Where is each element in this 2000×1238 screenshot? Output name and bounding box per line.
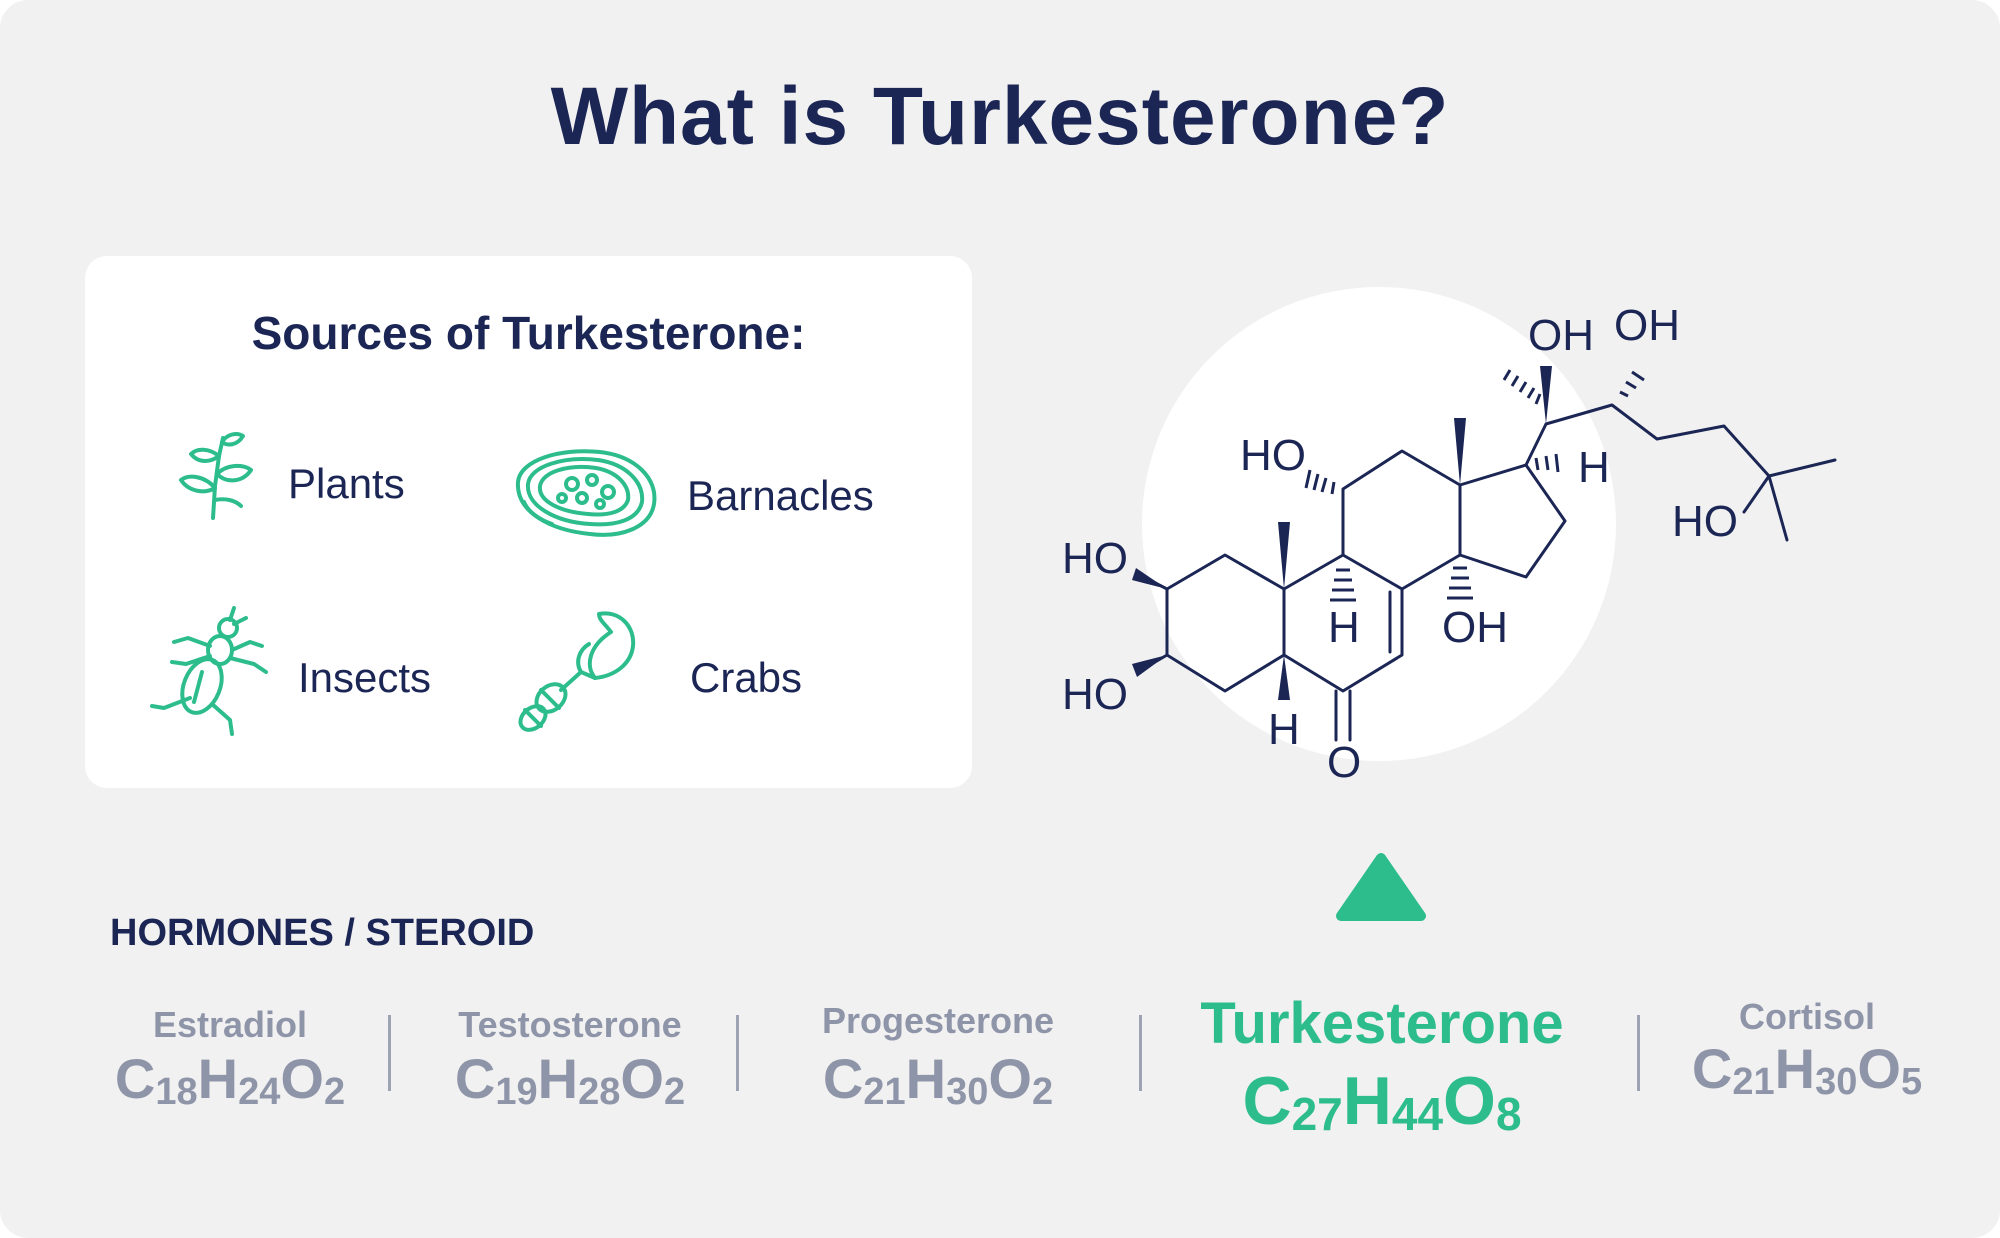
mol-label-oh-22: OH [1614, 301, 1680, 350]
insect-icon [150, 606, 268, 736]
separator [1139, 1015, 1142, 1091]
source-label-plants: Plants [288, 460, 405, 507]
hormone-name: Turkesterone [1200, 991, 1564, 1056]
formula-element: C [1691, 1037, 1733, 1100]
formula-element: O [1443, 1063, 1496, 1139]
formula-count: 19 [495, 1071, 538, 1113]
formula-element: O [620, 1047, 664, 1110]
leaf-icon [179, 432, 253, 520]
crab-claw-icon [518, 611, 636, 732]
formula-count: 2 [1031, 1071, 1054, 1113]
hormone-name: Progesterone [821, 1000, 1055, 1041]
hormone-formula: C21H30O2 [718, 1046, 1158, 1114]
formula-count: 8 [1495, 1088, 1522, 1140]
source-label-insects: Insects [298, 654, 432, 701]
hormone-formula: C19H28O2 [350, 1046, 790, 1114]
formula-element: H [1342, 1063, 1392, 1139]
formula-element: C [822, 1047, 864, 1110]
mol-label-ho-3: HO [1062, 670, 1128, 719]
source-label-barnacles: Barnacles [687, 472, 874, 519]
sources-heading: Sources of Turkesterone: [251, 307, 806, 359]
formula-count: 24 [238, 1071, 281, 1113]
sources-panel: Sources of Turkesterone: Plants Barnacle… [85, 256, 972, 788]
formula-element: C [114, 1047, 156, 1110]
formula-count: 2 [663, 1071, 686, 1113]
formula-count: 21 [1732, 1061, 1775, 1103]
mol-label-h-5: H [1268, 705, 1300, 754]
formula-element: H [905, 1047, 947, 1110]
mol-label-o-6: O [1327, 738, 1362, 787]
hormone-name: Estradiol [152, 1004, 308, 1045]
mol-label-ho-25: HO [1672, 497, 1738, 546]
pointer-triangle-icon [1336, 853, 1426, 921]
mol-label-ho-2: HO [1062, 534, 1128, 583]
mol-label-oh-20: OH [1528, 311, 1594, 360]
mol-label-ho-11: HO [1240, 431, 1306, 480]
mol-label-oh-14: OH [1442, 603, 1508, 652]
molecule-backdrop [1142, 287, 1616, 761]
formula-count: 21 [863, 1071, 906, 1113]
formula-count: 18 [155, 1071, 198, 1113]
formula-count: 2 [323, 1071, 346, 1113]
source-label-crabs: Crabs [690, 654, 803, 701]
separator [388, 1015, 391, 1091]
formula-count: 30 [946, 1071, 989, 1113]
separator [1637, 1015, 1640, 1091]
hormone-formula: C27H44O8 [1162, 1062, 1602, 1141]
mol-label-h-9: H [1328, 603, 1360, 652]
category-label: HORMONES / STEROID [110, 912, 535, 954]
formula-element: O [280, 1047, 324, 1110]
formula-element: H [197, 1047, 239, 1110]
hormone-name: Cortisol [1738, 996, 1875, 1037]
formula-count: 28 [578, 1071, 621, 1113]
formula-element: H [1774, 1037, 1816, 1100]
formula-element: C [1242, 1063, 1292, 1139]
formula-element: O [1857, 1037, 1901, 1100]
barnacle-icon [515, 449, 657, 537]
formula-element: C [454, 1047, 496, 1110]
formula-count: 44 [1391, 1088, 1444, 1140]
hormone-formula: C21H30O5 [1587, 1036, 2000, 1104]
page-title: What is Turkesterone? [550, 71, 1450, 162]
hormone-name: Testosterone [458, 1004, 682, 1045]
formula-count: 30 [1815, 1061, 1858, 1103]
formula-element: H [537, 1047, 579, 1110]
hormone-formula: C18H24O2 [10, 1046, 450, 1114]
separator [736, 1015, 739, 1091]
formula-count: 27 [1291, 1088, 1343, 1140]
formula-element: O [988, 1047, 1032, 1110]
formula-count: 5 [1900, 1061, 1923, 1103]
mol-label-h-17: H [1578, 443, 1610, 492]
